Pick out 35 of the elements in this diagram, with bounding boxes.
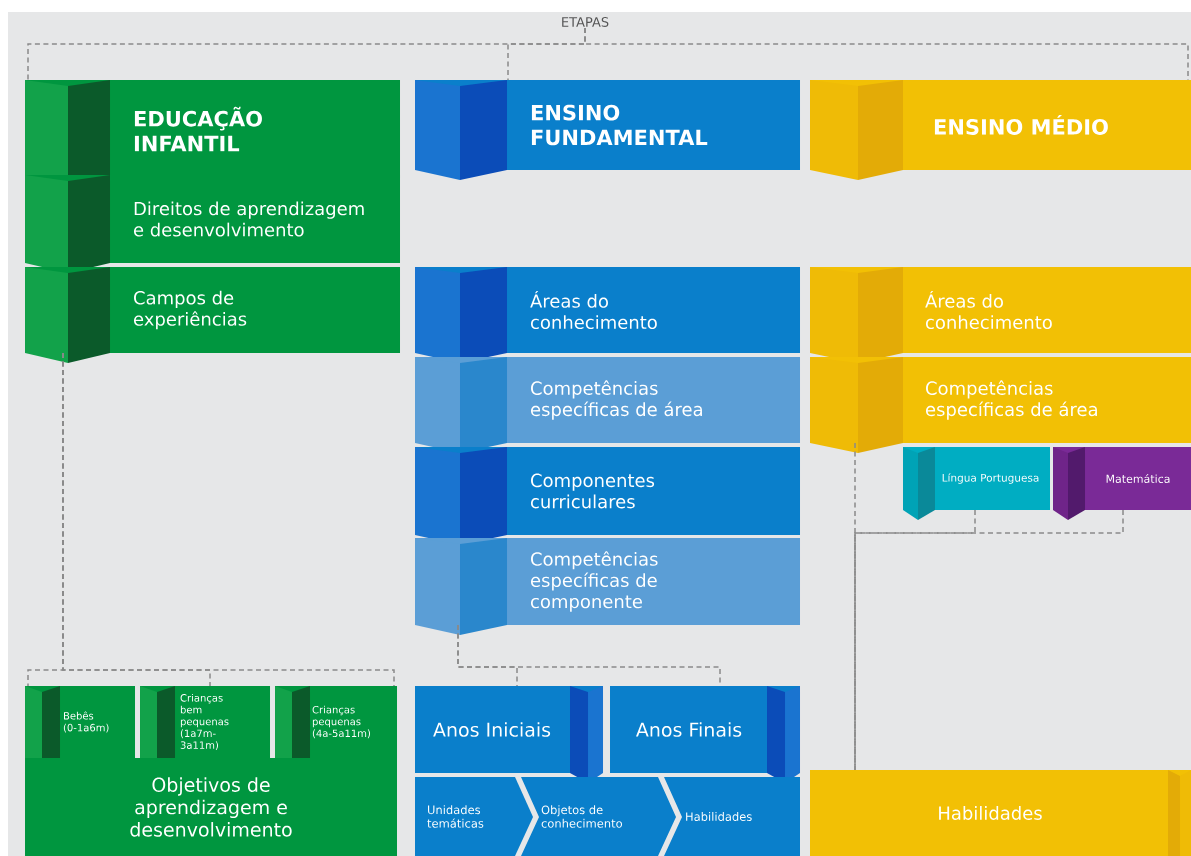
category-box: Competências específicas de componente	[415, 538, 800, 635]
node-label: EDUCAÇÃO INFANTIL	[134, 106, 262, 152]
stage-box: ENSINO MÉDIO	[810, 80, 1191, 180]
subject-box: Língua Portuguesa	[903, 447, 1050, 520]
category-box: Áreas do conhecimento	[415, 267, 800, 363]
node-label: Direitos de aprendizagem e desenvolvimento	[134, 201, 364, 237]
connector-line	[854, 509, 976, 771]
subject-box: Matemática	[1053, 447, 1191, 520]
chevron-box: Habilidades	[664, 777, 800, 856]
age-group-box: Bebês (0-1a6m)	[25, 686, 135, 768]
category-box: Competências específicas de área	[415, 357, 800, 453]
node-label: Unidades temáticas	[427, 805, 484, 828]
age-group-box: Crianças bem pequenas (1a7m-3a11m)	[140, 686, 270, 768]
node-label: Bebês (0-1a6m)	[63, 711, 109, 733]
node-label: Crianças bem pequenas (1a7m-3a11m)	[180, 693, 229, 751]
connector-line	[854, 509, 1124, 771]
node-label: Objetivos de aprendizagem e desenvolvimento	[130, 777, 292, 837]
stage-box: EDUCAÇÃO INFANTIL	[25, 80, 400, 188]
category-box: Componentes curriculares	[415, 447, 800, 545]
category-box: Competências específicas de área	[810, 357, 1191, 453]
node-label: Habilidades	[686, 812, 752, 821]
category-box: Campos de experiências	[25, 267, 400, 363]
node-label: Objetos de conhecimento	[541, 805, 623, 828]
category-box: Direitos de aprendizagem e desenvolvimento	[25, 175, 400, 273]
category-box: Anos Iniciais	[415, 686, 603, 783]
connector-line	[62, 352, 395, 687]
chevron-box: Unidades temáticas	[415, 777, 533, 856]
chevron-box: Objetos de conhecimento	[521, 777, 676, 856]
age-group-box: Crianças pequenas (4a-5a11m)	[275, 686, 397, 768]
stage-box: ENSINO FUNDAMENTAL	[415, 80, 800, 180]
node-label: Crianças pequenas (4a-5a11m)	[312, 705, 370, 739]
category-box: Habilidades	[810, 770, 1191, 856]
category-box: Áreas do conhecimento	[810, 267, 1191, 363]
stage-heading: ETAPAS	[562, 17, 609, 27]
category-box: Anos Finais	[610, 686, 800, 783]
